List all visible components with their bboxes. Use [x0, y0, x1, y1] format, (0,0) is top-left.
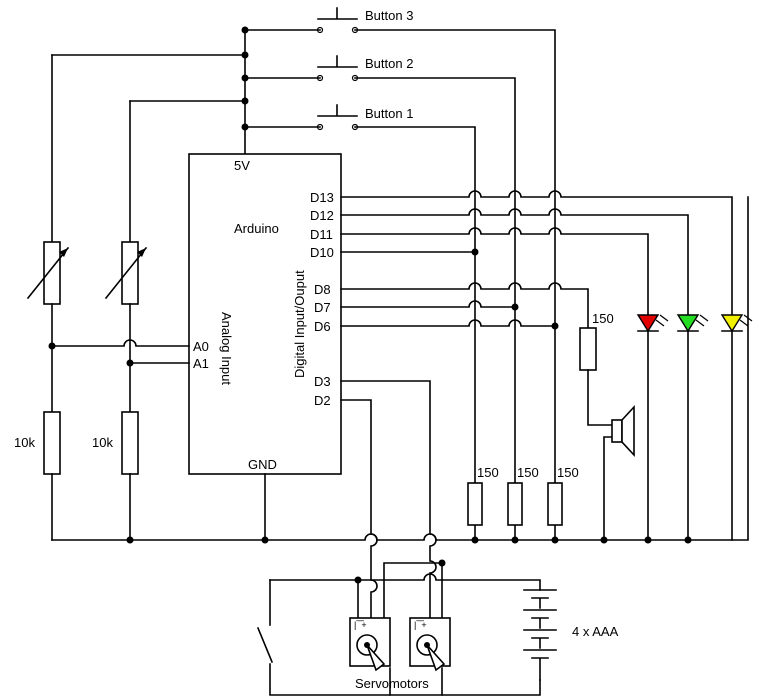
- svg-text:| ̅ ̅+: | ̅ ̅+: [354, 620, 367, 630]
- pin-5v-label: 5V: [234, 158, 250, 173]
- pulldown-b-label: 150: [517, 465, 539, 480]
- pin-gnd-label: GND: [248, 457, 277, 472]
- supply-rail: [51, 26, 321, 161]
- digital-wires: [340, 190, 733, 330]
- pin-d12-label: D12: [310, 208, 334, 223]
- pulldown-a-label: 150: [477, 465, 499, 480]
- battery-label: 4 x AAA: [572, 624, 619, 639]
- a0-wire: [51, 339, 190, 347]
- button-2-label: Button 2: [365, 56, 413, 71]
- servo-1: | ̅ ̅+: [349, 617, 391, 672]
- resistor-10k-1-label: 10k: [14, 435, 35, 450]
- pin-d2-label: D2: [314, 393, 331, 408]
- button-3-label: Button 3: [365, 8, 413, 23]
- led-red: [636, 314, 669, 541]
- button-3: [316, 7, 556, 541]
- led-green: [676, 314, 709, 541]
- speaker-icon: [611, 404, 635, 458]
- ground-rail: [51, 196, 749, 544]
- button-2: [316, 55, 516, 541]
- pin-d13-label: D13: [310, 190, 334, 205]
- pin-d11-label: D11: [310, 227, 333, 242]
- potentiometer-1: [26, 54, 70, 541]
- svg-text:| ̅ ̅+: | ̅ ̅+: [414, 620, 427, 630]
- speaker-resistor-label: 150: [592, 311, 614, 326]
- speaker-branch: [579, 327, 613, 544]
- arduino-board: [188, 153, 342, 475]
- pin-a0-label: A0: [193, 339, 209, 354]
- potentiometer-2: [104, 100, 148, 544]
- analog-input-label: Analog Input: [219, 312, 234, 385]
- battery-icon: [523, 589, 557, 681]
- arduino-label: Arduino: [234, 221, 279, 236]
- pin-d6-label: D6: [314, 319, 331, 334]
- pin-a1-label: A1: [193, 356, 209, 371]
- resistor-10k-2-label: 10k: [92, 435, 113, 450]
- pin-d3-label: D3: [314, 374, 331, 389]
- servo-signal-wires: [340, 380, 437, 619]
- servo-2: | ̅ ̅+: [409, 617, 451, 672]
- digital-io-label: Digital Input/Ouput: [292, 270, 307, 378]
- battery-circuit: [256, 559, 541, 696]
- servomotors-label: Servomotors: [355, 676, 429, 691]
- button-1: [316, 104, 476, 541]
- pulldown-c-label: 150: [557, 465, 579, 480]
- button-1-label: Button 1: [365, 106, 413, 121]
- pin-d10-label: D10: [310, 245, 334, 260]
- pulldown-resistors: [467, 482, 563, 544]
- pin-d8-label: D8: [314, 282, 331, 297]
- pin-d7-label: D7: [314, 300, 331, 315]
- led-yellow: [720, 314, 753, 541]
